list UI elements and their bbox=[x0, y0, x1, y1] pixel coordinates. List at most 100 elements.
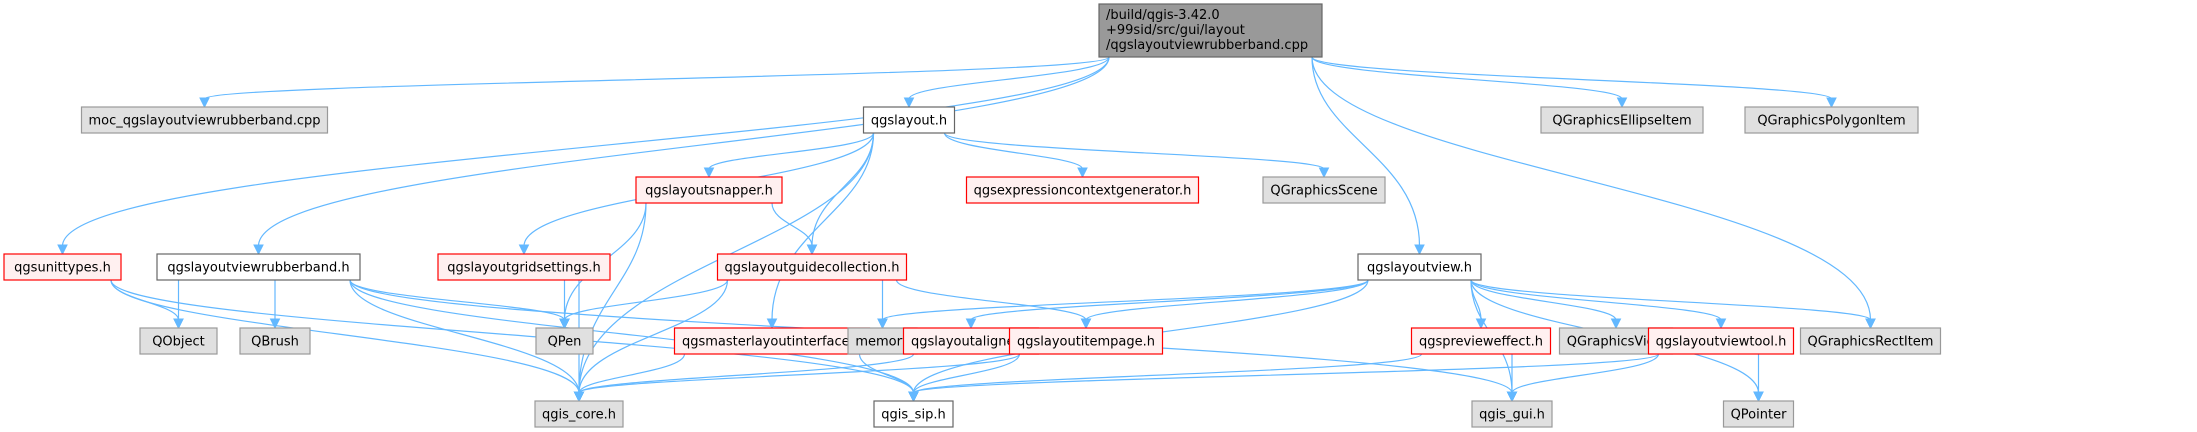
node-box bbox=[1098, 3, 1323, 58]
edge-qgslayout-to-exprctx bbox=[943, 132, 1084, 170]
node-box bbox=[673, 327, 871, 355]
node-box bbox=[1540, 106, 1704, 134]
node-box bbox=[139, 327, 218, 355]
node-box bbox=[1262, 176, 1386, 204]
edge-itempage-to-core bbox=[578, 353, 1021, 394]
arrowhead-icon bbox=[559, 318, 570, 330]
node-gscene: QGraphicsScene bbox=[1262, 176, 1386, 204]
edge-root-to-ellipse bbox=[1311, 56, 1623, 100]
node-rectitem: QGraphicsRectItem bbox=[1799, 327, 1942, 355]
node-root[interactable]: /build/qgis-3.42.0+99sid/src/gui/layout/… bbox=[1098, 3, 1323, 58]
node-moc: moc_qgslayoutviewrubberband.cpp bbox=[80, 106, 329, 134]
node-exprctx[interactable]: qgsexpressioncontextgenerator.h bbox=[965, 176, 1200, 204]
edge-root-to-rubberh bbox=[257, 56, 1110, 247]
node-label: qgslayoutview.h bbox=[1367, 261, 1472, 276]
node-label: qgis_gui.h bbox=[1479, 408, 1545, 423]
node-guidecoll[interactable]: qgslayoutguidecollection.h bbox=[716, 253, 908, 281]
arrowhead-icon bbox=[1506, 391, 1518, 403]
node-label: qgsexpressioncontextgenerator.h bbox=[974, 184, 1192, 199]
node-label: qgis_sip.h bbox=[881, 408, 945, 423]
node-rubberh[interactable]: qgslayoutviewrubberband.h bbox=[156, 253, 361, 281]
arrowhead-icon bbox=[877, 318, 888, 330]
arrowhead-icon bbox=[806, 244, 818, 256]
edge-root-to-rectitem bbox=[1311, 56, 1872, 321]
node-box bbox=[535, 327, 594, 355]
edge-guidecoll-to-itempage bbox=[895, 279, 1087, 321]
edge-qgslayout-to-snapper bbox=[708, 132, 875, 170]
node-label: qgspreviewеffect.h bbox=[1419, 335, 1543, 350]
node-box bbox=[965, 176, 1200, 204]
node-label: QPointer bbox=[1731, 408, 1788, 423]
node-label: qgis_core.h bbox=[542, 408, 616, 423]
edge-masteriface-to-core bbox=[578, 353, 686, 394]
node-viewtool[interactable]: qgslayoutviewtool.h bbox=[1647, 327, 1795, 355]
node-box bbox=[1647, 327, 1795, 355]
node-label: QGraphicsScene bbox=[1270, 184, 1377, 199]
edge-preview-to-sip bbox=[912, 353, 1423, 394]
edge-rubberh-to-qpen bbox=[349, 279, 566, 321]
node-core: qgis_core.h bbox=[534, 400, 624, 428]
arrowhead-icon bbox=[1826, 97, 1837, 109]
node-qpointer: QPointer bbox=[1722, 400, 1795, 428]
edge-root-to-qgslayout bbox=[908, 56, 1110, 100]
edge-layoutview-to-rectitem bbox=[1470, 279, 1872, 321]
arrowhead-icon bbox=[1077, 167, 1088, 179]
node-label: qgslayoutgridsettings.h bbox=[447, 261, 601, 276]
node-qpen: QPen bbox=[535, 327, 594, 355]
node-snapper[interactable]: qgslayoutsnapper.h bbox=[635, 176, 783, 204]
node-box bbox=[1008, 327, 1164, 355]
arrowhead-icon bbox=[1080, 318, 1092, 330]
node-label: memory bbox=[855, 335, 910, 350]
node-masteriface[interactable]: qgsmasterlayoutinterface.h bbox=[673, 327, 871, 355]
edge-guidecoll-to-core bbox=[578, 279, 729, 394]
node-qgslayout[interactable]: qgslayout.h bbox=[862, 106, 956, 134]
node-preview[interactable]: qgspreviewеffect.h bbox=[1410, 327, 1552, 355]
arrowhead-icon bbox=[269, 318, 281, 330]
node-box bbox=[239, 327, 311, 355]
arrowhead-icon bbox=[1414, 244, 1425, 256]
edge-snapper-to-guidecoll bbox=[771, 202, 813, 247]
node-label: /build/qgis-3.42.0 bbox=[1106, 8, 1220, 23]
arrowhead-icon bbox=[703, 167, 715, 179]
node-box bbox=[1357, 253, 1482, 281]
node-unittypes[interactable]: qgsunittypes.h bbox=[3, 253, 122, 281]
node-label: qgslayoutitempage.h bbox=[1017, 335, 1155, 350]
node-box bbox=[3, 253, 122, 281]
node-label: QGraphicsPolygonItem bbox=[1757, 114, 1905, 129]
node-label: qgslayoutviewrubberband.h bbox=[167, 261, 349, 276]
node-label: QGraphicsEllipseItem bbox=[1552, 114, 1691, 129]
node-polygon: QGraphicsPolygonItem bbox=[1744, 106, 1919, 134]
node-itempage[interactable]: qgslayoutitempage.h bbox=[1008, 327, 1164, 355]
edge-itempage-to-sip bbox=[912, 353, 1021, 394]
node-box bbox=[156, 253, 361, 281]
arrowhead-icon bbox=[908, 391, 919, 403]
node-label: qgslayoutsnapper.h bbox=[645, 184, 773, 199]
node-sip[interactable]: qgis_sip.h bbox=[873, 400, 954, 428]
arrowhead-icon bbox=[766, 318, 778, 330]
node-box bbox=[437, 253, 611, 281]
node-label: +99sid/src/gui/layout bbox=[1106, 23, 1245, 38]
arrowhead-icon bbox=[903, 97, 915, 109]
node-box bbox=[1722, 400, 1795, 428]
node-box bbox=[80, 106, 329, 134]
node-box bbox=[1799, 327, 1942, 355]
edge-aligner-to-core bbox=[578, 353, 915, 394]
arrowhead-icon bbox=[1715, 318, 1727, 330]
edge-unittypes-to-qobject bbox=[110, 279, 180, 321]
node-label: qgslayoutaligner.h bbox=[911, 335, 1031, 350]
arrowhead-icon bbox=[965, 318, 977, 330]
node-qobject: QObject bbox=[139, 327, 218, 355]
node-label: qgslayout.h bbox=[871, 114, 947, 129]
arrowhead-icon bbox=[1753, 391, 1764, 403]
node-box bbox=[635, 176, 783, 204]
node-box bbox=[873, 400, 954, 428]
arrowhead-icon bbox=[573, 391, 585, 403]
node-label: /qgslayoutviewrubberband.cpp bbox=[1106, 38, 1308, 53]
arrowhead-icon bbox=[518, 244, 530, 256]
node-label: QGraphicsRectItem bbox=[1808, 335, 1934, 350]
node-label: qgslayoutviewtool.h bbox=[1656, 335, 1787, 350]
arrowhead-icon bbox=[1610, 318, 1622, 330]
node-layoutview[interactable]: qgslayoutview.h bbox=[1357, 253, 1482, 281]
node-qbrush: QBrush bbox=[239, 327, 311, 355]
node-gridsettings[interactable]: qgslayoutgridsettings.h bbox=[437, 253, 611, 281]
